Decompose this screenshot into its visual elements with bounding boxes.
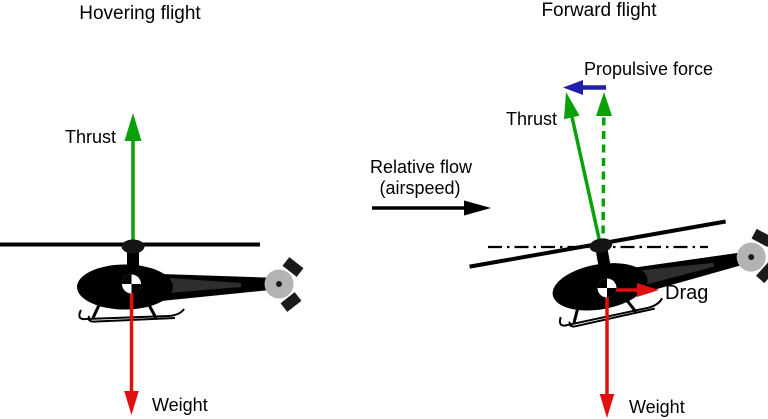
relative-flow-label-line1: Relative flow [370,157,473,177]
propulsive-force-arrow [563,80,606,95]
cg-symbol-forward [597,278,617,298]
right-panel-title: Forward flight [541,0,657,21]
helicopter-forward [466,207,768,345]
thrust-forward-arrowhead [564,92,580,120]
weight-hover-label: Weight [152,395,208,415]
thrust-forward-shaft [570,116,602,244]
thrust-hover-label: Thrust [65,127,116,147]
relative-flow-label-line2: (airspeed) [379,178,460,198]
thrust-vertical-component-arrowhead [596,92,612,116]
weight-hover-arrowhead [124,391,139,415]
thrust-vertical-component-shaft [601,115,606,248]
drag-arrowhead [637,283,659,297]
helicopter-hovering [0,237,306,324]
relative-flow-arrow [372,200,491,216]
thrust-hover-arrow [124,113,142,245]
weight-forward-arrow [599,289,615,418]
thrust-forward-arrow [564,92,602,244]
thrust-forward-label: Thrust [506,109,557,129]
cg-symbol-hovering [122,274,141,294]
weight-forward-arrowhead [599,394,615,418]
thrust-vertical-component-arrow [596,92,612,248]
drag-label: Drag [665,282,708,304]
propulsive-force-label: Propulsive force [584,59,713,79]
left-panel-title: Hovering flight [79,3,201,24]
propulsive-force-arrowhead [563,80,583,95]
weight-hover-arrow [124,284,139,415]
thrust-hover-arrowhead [124,113,142,141]
weight-forward-label: Weight [629,397,685,417]
relative-flow-arrowhead [464,200,491,216]
